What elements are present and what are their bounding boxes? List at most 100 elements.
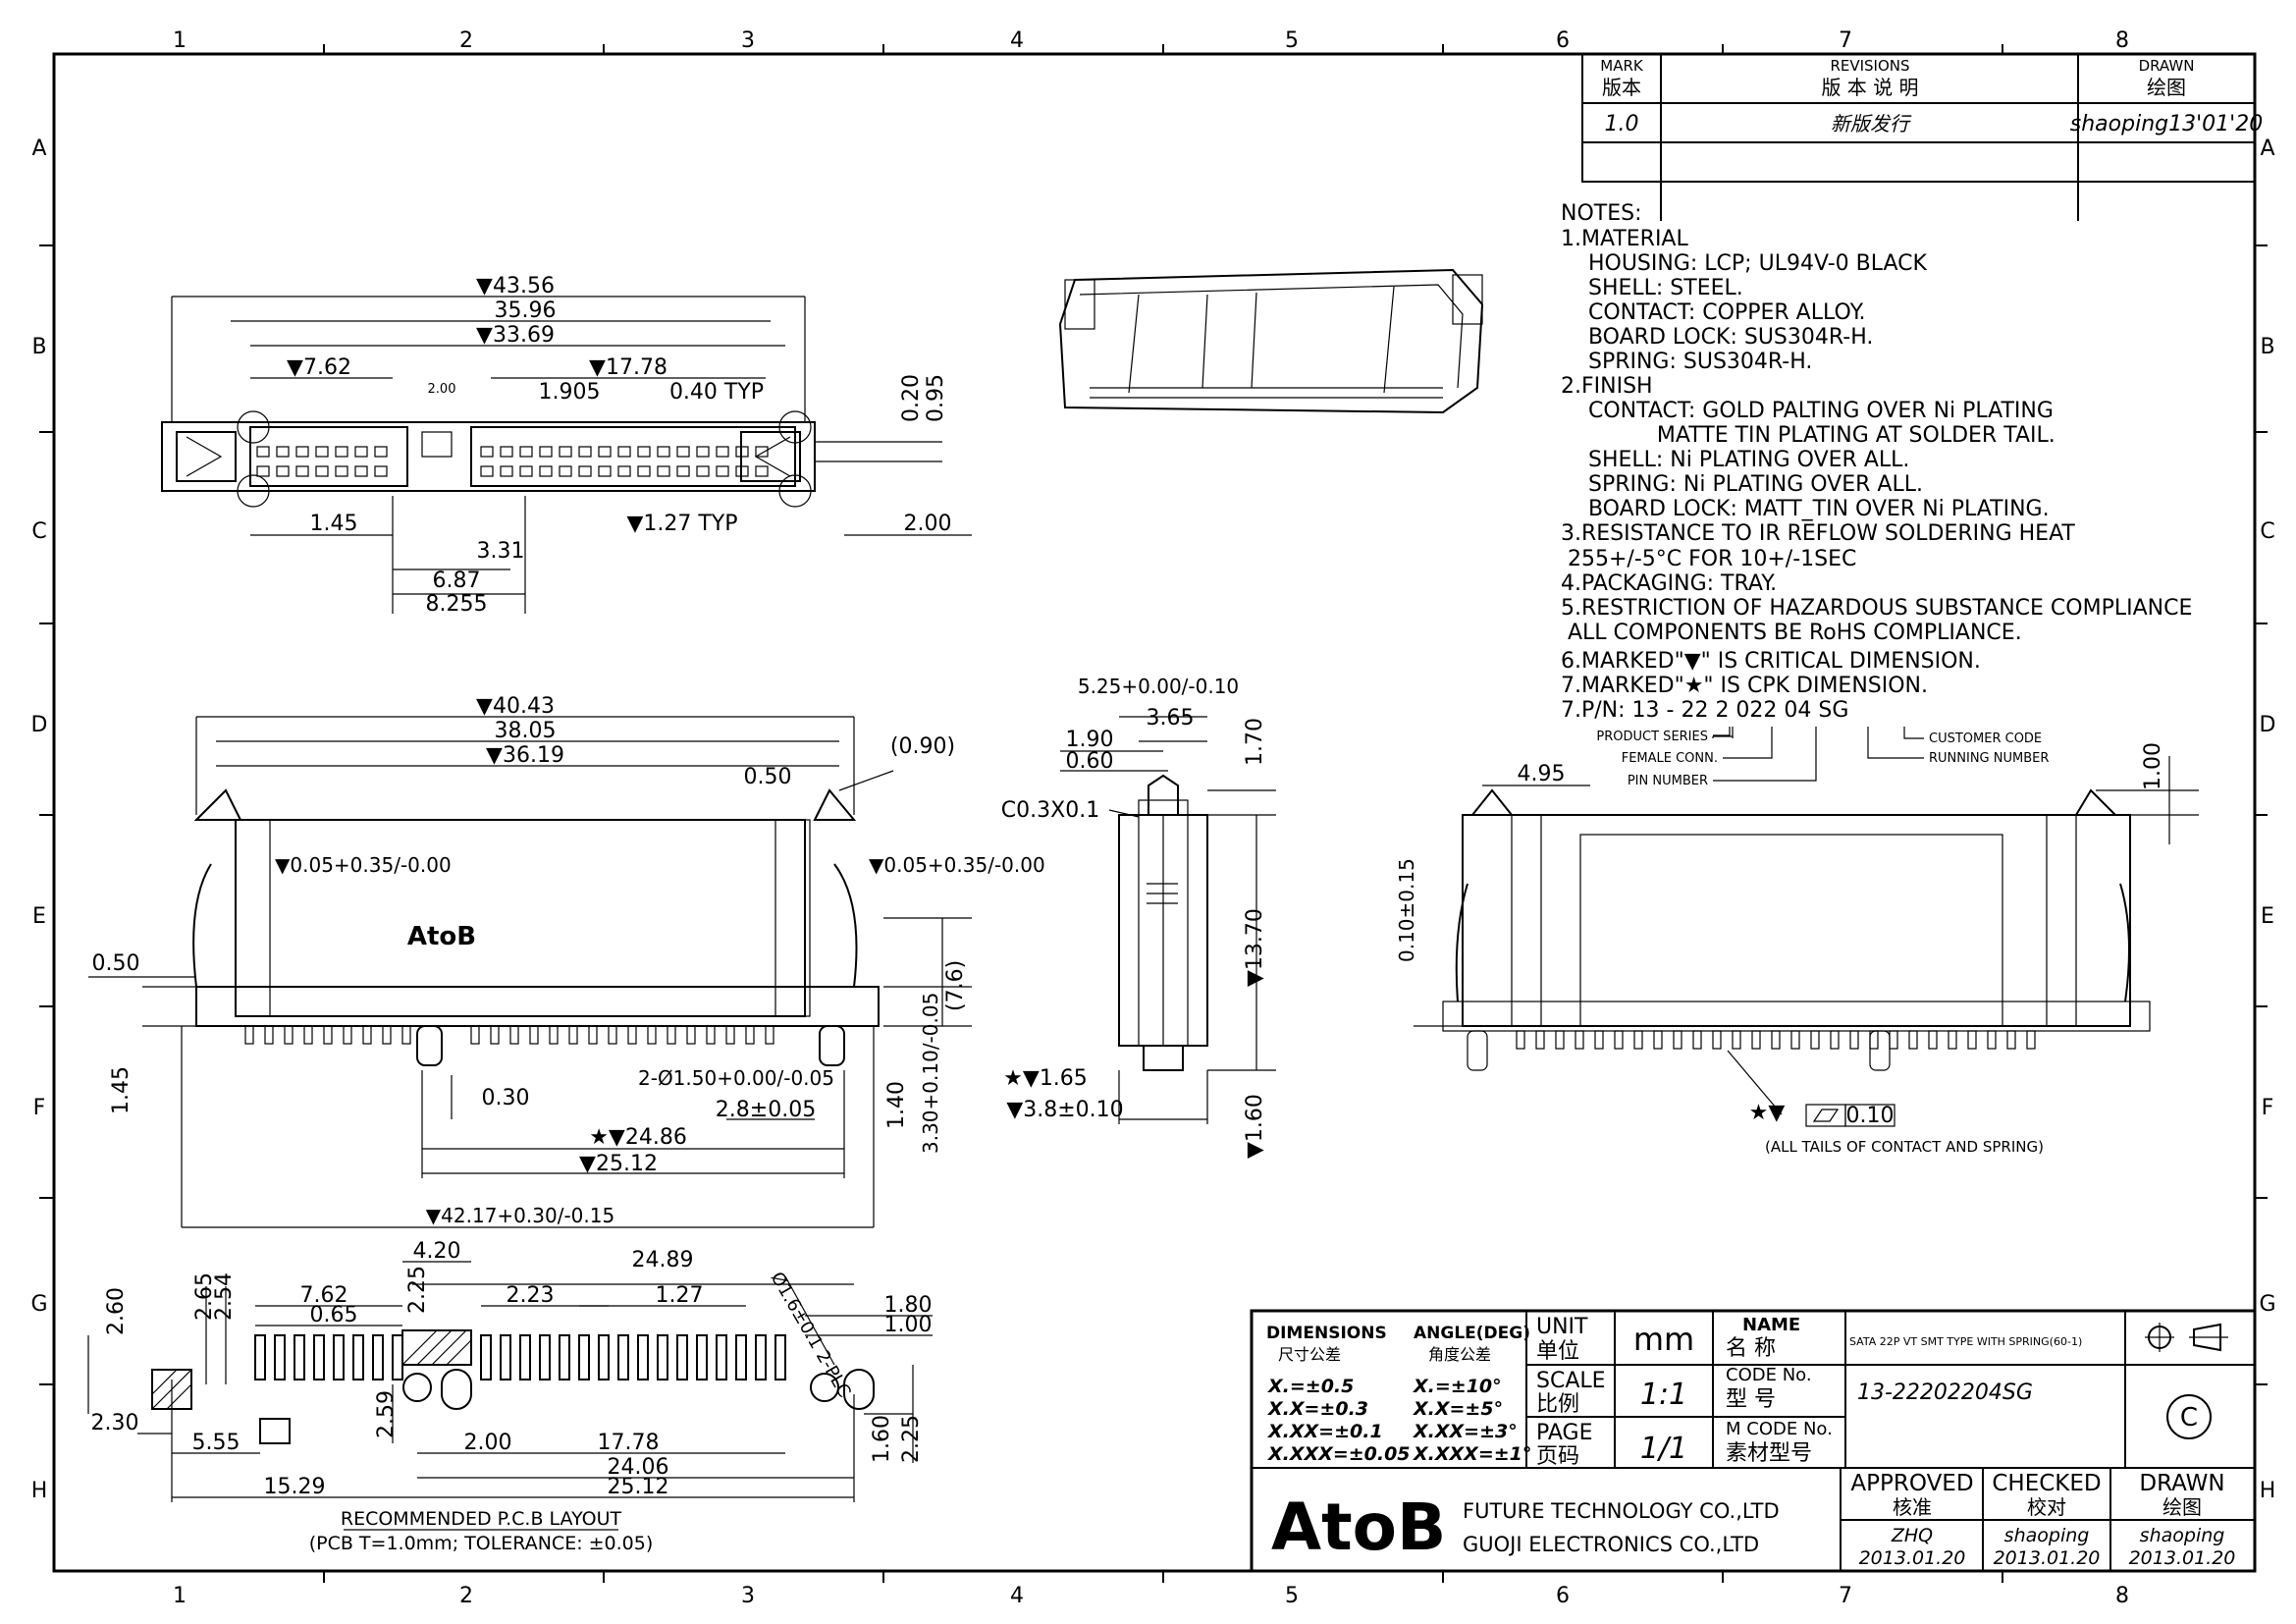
dim-label: 4.95: [1518, 762, 1566, 786]
pcb-dims: 4.20 24.89 2.25 2.23 1.27 7.62 0.65 2.65…: [91, 1239, 933, 1554]
tb-approved-date: 2013.01.20: [1859, 1547, 1966, 1569]
pcb-layout: [87, 1261, 933, 1502]
rev-header: REVISIONS: [1830, 57, 1909, 75]
dim-label: 2.65: [192, 1272, 217, 1321]
dim-label: 1.905: [539, 380, 601, 405]
note-line: 1.MATERIAL: [1561, 227, 1688, 251]
pn-female-conn: FEMALE CONN.: [1622, 751, 1718, 766]
tb-mcode-header: M CODE No.: [1726, 1419, 1833, 1439]
dim-label: C0.3X0.1: [1001, 798, 1099, 823]
pn-callouts: PRODUCT SERIES FEMALE CONN. PIN NUMBER C…: [1596, 727, 2049, 788]
row-label: H: [2260, 1479, 2276, 1503]
col-label: 5: [1285, 28, 1299, 53]
dim-label: 25.12: [608, 1475, 669, 1499]
dim-label: 0.65: [310, 1303, 358, 1327]
note-line: 3.RESISTANCE TO IR REFLOW SOLDERING HEAT: [1561, 521, 2075, 546]
dim-label: 38.05: [495, 719, 557, 743]
tb-unit-header-cn: 单位: [1536, 1339, 1579, 1364]
col-label: 6: [1556, 28, 1570, 53]
dim-label: 2.00: [428, 382, 456, 397]
dim-label: 1.80: [884, 1293, 933, 1318]
pcb-caption: RECOMMENDED P.C.B LAYOUT: [341, 1508, 622, 1530]
note-line: 2.FINISH: [1561, 374, 1653, 399]
dim-label: 2-Ø1.50+0.00/-0.05: [638, 1066, 834, 1090]
dim-label: ▼25.12: [579, 1152, 658, 1176]
tb-tol: X.X=±0.3: [1267, 1398, 1368, 1420]
revision-table: MARK 版本 REVISIONS 版 本 说 明 DRAWN 绘图 1.0 新…: [1581, 53, 2263, 221]
dim-label: 3.65: [1147, 706, 1195, 731]
col-label: 4: [1010, 1584, 1024, 1608]
dim-label: 4.20: [413, 1239, 461, 1264]
row-ticks: [39, 244, 2268, 1385]
dim-label: 7.62: [300, 1283, 348, 1308]
front-view: [88, 716, 972, 1228]
isometric-view: [1058, 268, 1484, 414]
pn-pin-number: PIN NUMBER: [1628, 774, 1708, 788]
dim-label: 2.00: [904, 512, 952, 536]
dim-label: 0.40 TYP: [669, 380, 764, 405]
row-label: B: [31, 335, 46, 359]
col-label: 8: [2115, 1584, 2129, 1608]
tb-mcode-header-cn: 素材型号: [1726, 1441, 1812, 1466]
tb-page-header-cn: 页码: [1536, 1444, 1579, 1469]
note-line: BOARD LOCK: MATT_TIN OVER Ni PLATING.: [1561, 497, 2050, 521]
company-name-1: FUTURE TECHNOLOGY CO.,LTD: [1463, 1499, 1780, 1523]
note-line: CONTACT: GOLD PALTING OVER Ni PLATING: [1561, 399, 2054, 423]
tb-checked-header-cn: 校对: [2027, 1495, 2066, 1519]
tb-checked-date: 2013.01.20: [1994, 1547, 2101, 1569]
row-label: G: [30, 1292, 47, 1317]
tb-page: 1/1: [1640, 1432, 1687, 1466]
note-line: SHELL: STEEL.: [1561, 276, 1743, 300]
dim-label: 5.55: [192, 1431, 240, 1455]
row-label: H: [31, 1479, 48, 1503]
dim-label: 24.89: [632, 1248, 694, 1272]
dim-label: ★▼24.86: [589, 1125, 687, 1150]
dim-label: 2.60: [104, 1287, 129, 1335]
dim-label: 17.78: [598, 1431, 660, 1455]
dim-label: 2.25: [405, 1266, 430, 1314]
tb-scale: 1:1: [1640, 1378, 1687, 1412]
dim-label: 0.50: [92, 951, 140, 976]
dim-label: ▼1.60: [1243, 1094, 1267, 1159]
dim-label: 2.30: [91, 1411, 139, 1435]
tb-angle-header: ANGLE(DEG): [1414, 1324, 1530, 1343]
note-line: 6.MARKED"▼" IS CRITICAL DIMENSION.: [1561, 649, 1981, 674]
rev-header-cn: 版 本 说 明: [1821, 76, 1918, 99]
tb-drawn-date: 2013.01.20: [2129, 1547, 2236, 1569]
tb-copyright: C: [2180, 1403, 2198, 1433]
dim-label: 6.87: [433, 568, 481, 593]
col-label: 7: [1839, 28, 1852, 53]
dim-label: 1.00: [2141, 742, 2165, 790]
dim-label: ▼3.8±0.10: [1006, 1098, 1123, 1122]
col-label: 3: [741, 1584, 755, 1608]
dim-label: 0.50: [744, 765, 792, 789]
top-view-dims: ▼43.56 35.96 ▼33.69 ▼7.62 ▼17.78 2.00 1.…: [287, 274, 951, 617]
tb-angle-header-cn: 角度公差: [1428, 1345, 1491, 1364]
dim-label: 0.10: [1846, 1104, 1895, 1128]
note-line: BOARD LOCK: SUS304R-H.: [1561, 325, 1873, 350]
row-label: E: [2261, 904, 2274, 929]
dim-label: 2.00: [464, 1431, 512, 1455]
dim-label: (7.6): [943, 960, 968, 1011]
side-view: [1060, 716, 1276, 1124]
dim-label: 1.70: [1243, 718, 1267, 766]
dim-label: 1.27: [656, 1283, 704, 1308]
tb-checked-by: shaoping: [2004, 1525, 2090, 1546]
dim-label: ▼7.62: [287, 355, 351, 380]
top-view: [161, 296, 972, 614]
row-label: D: [31, 713, 48, 737]
dim-label: 0.60: [1066, 749, 1114, 774]
dim-label: 35.96: [495, 298, 557, 323]
title-block: DIMENSIONS 尺寸公差 ANGLE(DEG) 角度公差 X.=±0.5 …: [1250, 1309, 2257, 1573]
rev-drawn-header: DRAWN: [2139, 57, 2195, 75]
tb-page-header: PAGE: [1536, 1421, 1592, 1445]
rev-drawn-value: shaoping13'01'20: [2070, 112, 2263, 136]
copyright-icon: [2166, 1394, 2212, 1439]
dim-label: ▼0.05+0.35/-0.00: [275, 853, 452, 877]
tb-code-header: CODE No.: [1726, 1365, 1812, 1385]
col-label: 1: [173, 1584, 187, 1608]
col-label: 3: [741, 28, 755, 53]
row-label: D: [2260, 713, 2276, 737]
row-labels: A B C D E F G H A B C D E F G H: [30, 136, 2275, 1503]
